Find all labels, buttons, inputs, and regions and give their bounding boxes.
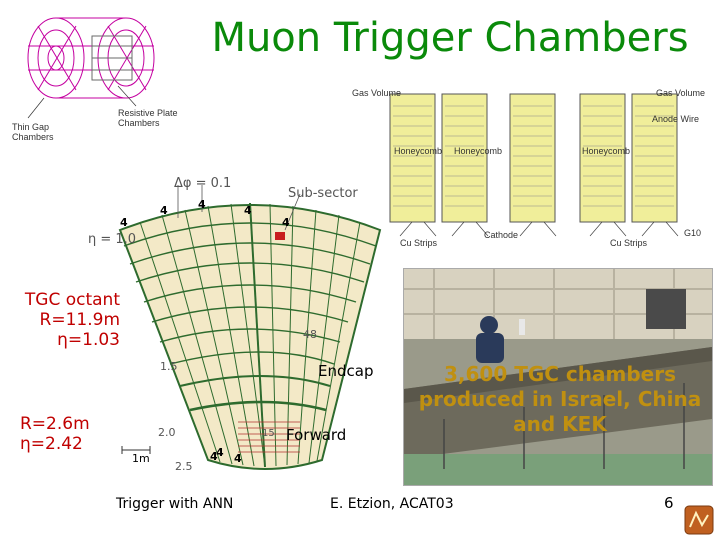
honeycomb-label-2: Honeycomb xyxy=(454,146,503,156)
cathode-label: Cathode xyxy=(484,230,519,240)
subsector-label: Sub-sector xyxy=(288,186,358,201)
octant-label-15: 15 xyxy=(262,428,275,439)
cu-strips-label-left: Cu Strips xyxy=(400,238,438,248)
forward-note: R=2.6m η=2.42 xyxy=(20,414,90,454)
tick-label: 4 xyxy=(120,216,128,229)
tgc-octant-line3: η=1.03 xyxy=(57,330,120,350)
anode-wire-label: Anode Wire xyxy=(652,114,700,124)
tgc-octant-line2: R=11.9m xyxy=(39,310,120,330)
octant-label-48: 48 xyxy=(303,328,317,341)
rpc-sketch-label: Resistive Plate Chambers xyxy=(118,108,178,128)
subsector-marker xyxy=(275,232,285,240)
tgc-production-photo xyxy=(403,268,713,486)
gas-volume-label: Gas Volume xyxy=(352,88,402,98)
detector-sketch xyxy=(27,17,155,119)
honeycomb-label-1: Honeycomb xyxy=(394,146,443,156)
tick-label: 4 xyxy=(216,446,224,459)
scale-label: 1m xyxy=(132,452,150,465)
tick-label: 4 xyxy=(234,452,242,465)
radius-label-25: 2.5 xyxy=(175,460,193,473)
tick-label: 4 xyxy=(210,450,218,463)
page-number: 6 xyxy=(664,494,674,512)
endcap-label: Endcap xyxy=(318,362,374,380)
octant-fan xyxy=(118,204,382,470)
tick-label: 4 xyxy=(160,204,168,217)
slide-title: Muon Trigger Chambers xyxy=(211,15,689,61)
tgc-octant-note: TGC octant R=11.9m η=1.03 xyxy=(6,290,120,350)
cu-strips-label-right: Cu Strips xyxy=(610,238,648,248)
tgc-octant-line1: TGC octant xyxy=(24,290,120,310)
radius-label-15: 1.5 xyxy=(160,360,178,373)
delta-phi-label: Δφ = 0.1 xyxy=(174,176,232,191)
footer-left: Trigger with ANN xyxy=(116,496,234,512)
tick-label: 4 xyxy=(244,204,252,217)
eta-label: η = 1.0 xyxy=(88,232,137,247)
forward-line1: R=2.6m xyxy=(20,414,90,434)
chamber-cross-section xyxy=(389,93,679,237)
university-logo-icon xyxy=(684,505,714,535)
tick-label: 4 xyxy=(282,216,290,229)
footer-center: E. Etzion, ACAT03 xyxy=(330,496,454,512)
tick-label: 4 xyxy=(198,198,206,211)
photo-caption: 3,600 TGC chambers produced in Israel, C… xyxy=(418,362,702,436)
g10-label-right: G10 xyxy=(684,228,702,238)
honeycomb-label-3: Honeycomb xyxy=(582,146,631,156)
forward-label: Forward xyxy=(286,426,347,444)
forward-line2: η=2.42 xyxy=(20,434,83,454)
radius-label-20: 2.0 xyxy=(158,426,176,439)
tgc-sketch-label: Thin Gap Chambers xyxy=(12,122,54,142)
gas-volume-label-right: Gas Volume xyxy=(656,88,706,98)
octant-diagram xyxy=(118,185,382,470)
